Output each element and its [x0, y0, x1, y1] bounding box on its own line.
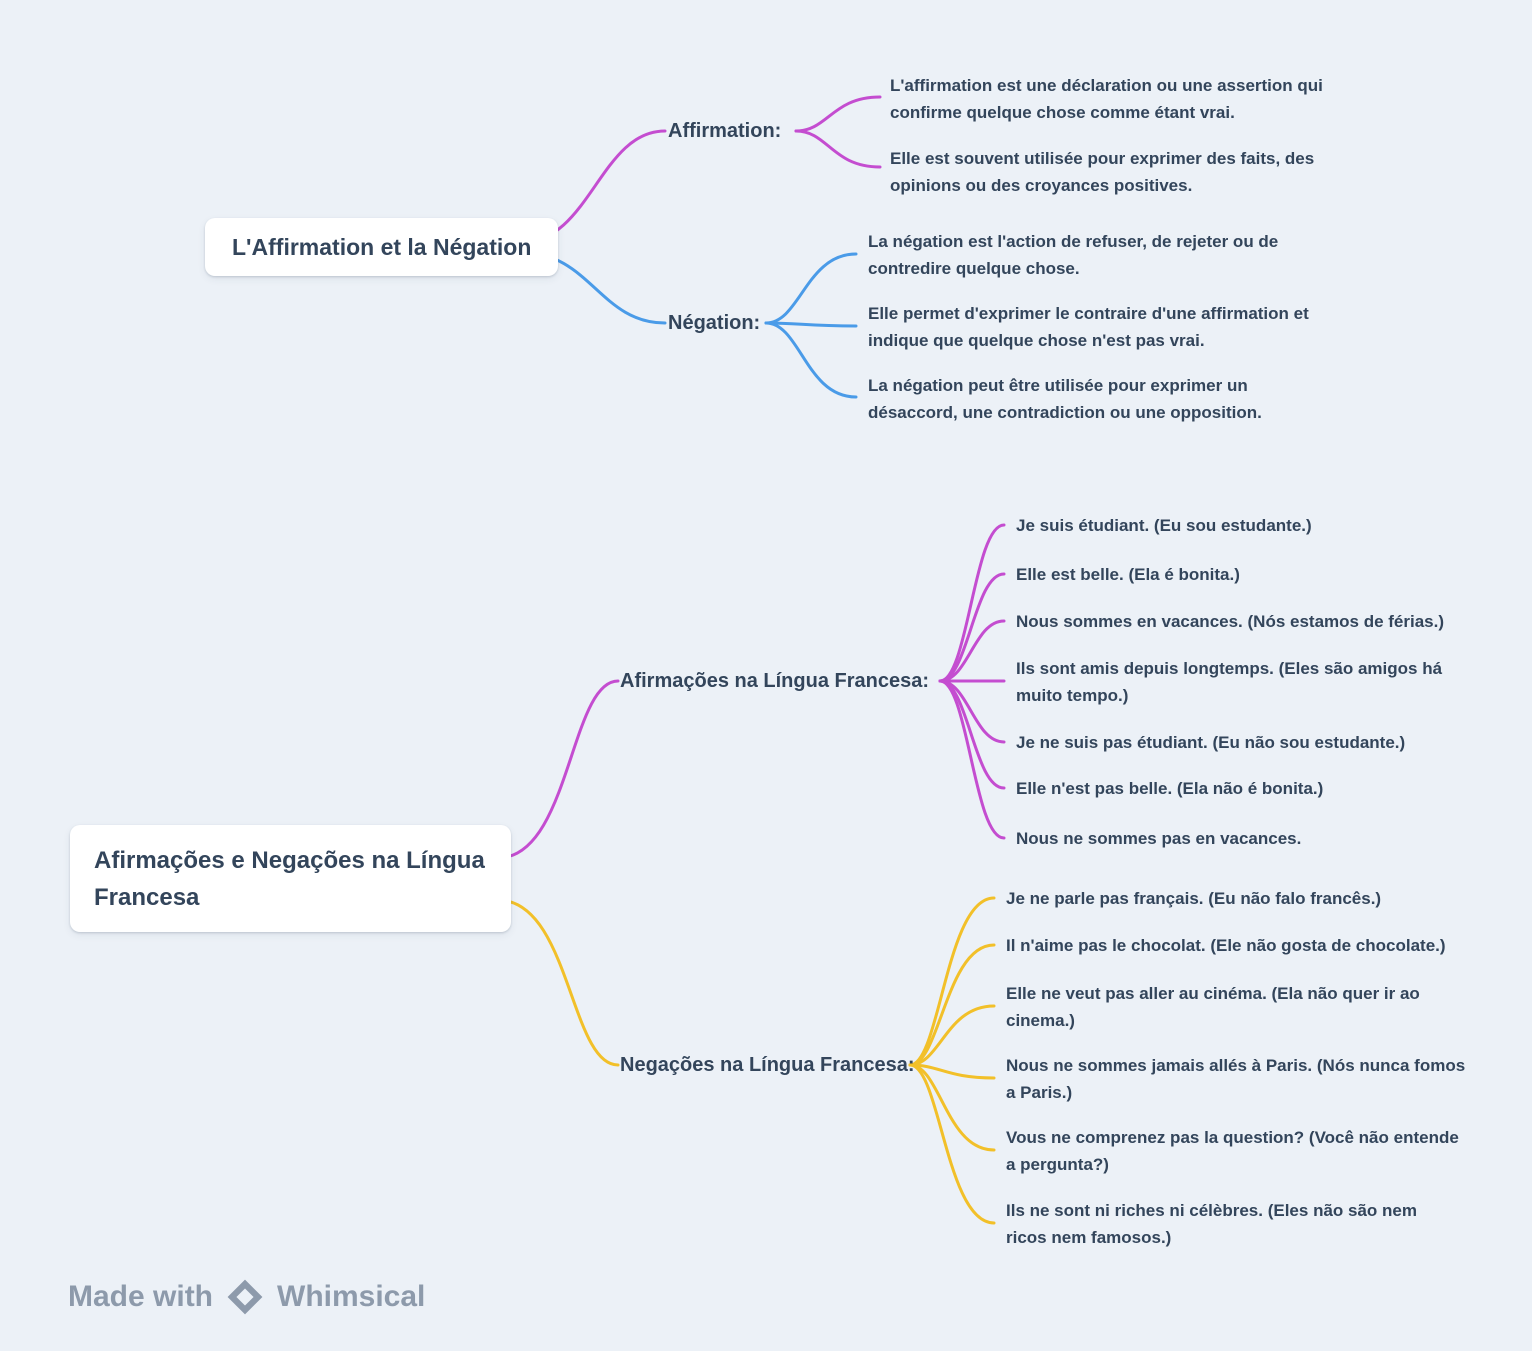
connector-afirmacoes-child6: [938, 679, 1006, 790]
connector-negacoes-child6: [908, 1063, 996, 1225]
mindmap-node-negacoes-1[interactable]: Je ne parle pas français. (Eu não falo f…: [1006, 889, 1382, 908]
root-node-affirmation-negation[interactable]: L'Affirmation et la Négation: [205, 218, 559, 276]
mindmap-node-negation-1[interactable]: La négation est l'action de refuser, de …: [868, 232, 1279, 278]
connector-negacoes-child3: [908, 1004, 996, 1067]
mindmap-node-afirmacoes-3[interactable]: Nous sommes en vacances. (Nós estamos de…: [1016, 612, 1445, 631]
connector-negation-child3: [764, 321, 858, 399]
connector-afirmacoes-child2: [938, 572, 1006, 683]
mindmap-node-afirmacoes-1[interactable]: Je suis étudiant. (Eu sou estudante.): [1016, 516, 1312, 535]
connector-negacoes-child2: [908, 943, 996, 1067]
mindmap-node-affirmation-1[interactable]: L'affirmation est une déclaration ou une…: [890, 76, 1323, 122]
connector-negation-child1: [764, 252, 858, 325]
connector-root2-afirmacoes: [496, 679, 620, 860]
mindmap-node-negation-3[interactable]: La négation peut être utilisée pour expr…: [868, 376, 1262, 422]
mindmap-node-afirmacoes-7[interactable]: Nous ne sommes pas en vacances.: [1016, 829, 1302, 848]
connector-negacoes-child4: [908, 1063, 996, 1080]
mindmap-node-afirmacoes-4[interactable]: Ils sont amis depuis longtemps. (Eles sã…: [1016, 659, 1443, 705]
branch-label-negacoes[interactable]: Negações na Língua Francesa:: [620, 1054, 915, 1076]
whimsical-brand-label: Whimsical: [277, 1280, 426, 1313]
connector-affirmation-child1: [794, 95, 882, 133]
connector-negation-child2: [764, 321, 858, 328]
mindmap-node-afirmacoes-5[interactable]: Je ne suis pas étudiant. (Eu não sou est…: [1016, 733, 1406, 752]
made-with-whimsical-link[interactable]: Made with Whimsical: [68, 1278, 425, 1316]
connector-afirmacoes-child1: [938, 523, 1006, 683]
mindmap-node-negacoes-2[interactable]: Il n'aime pas le chocolat. (Ele não gost…: [1006, 936, 1446, 955]
connector-negacoes-child5: [908, 1063, 996, 1152]
branch-label-affirmation[interactable]: Affirmation:: [668, 120, 782, 142]
made-with-label: Made with: [68, 1280, 214, 1313]
mindmap-node-negation-2[interactable]: Elle permet d'exprimer le contraire d'un…: [868, 304, 1309, 350]
mindmap-node-negacoes-4[interactable]: Nous ne sommes jamais allés à Paris. (Nó…: [1006, 1056, 1466, 1102]
connector-root2-negacoes: [496, 898, 620, 1067]
mindmap-node-negacoes-3[interactable]: Elle ne veut pas aller au cinéma. (Ela n…: [1006, 984, 1420, 1030]
connector-affirmation-child2: [794, 129, 882, 169]
mindmap-node-affirmation-2[interactable]: Elle est souvent utilisée pour exprimer …: [890, 149, 1315, 195]
root-node-afirmacoes-negacoes[interactable]: Afirmações e Negações na Língua Francesa: [70, 825, 511, 932]
branch-label-negation[interactable]: Négation:: [668, 312, 761, 334]
mindmap-node-negacoes-6[interactable]: Ils ne sont ni riches ni célèbres. (Eles…: [1006, 1201, 1417, 1247]
mindmap-node-negacoes-5[interactable]: Vous ne comprenez pas la question? (Você…: [1006, 1128, 1459, 1174]
connector-negacoes-child1: [908, 896, 996, 1067]
connector-afirmacoes-child3: [938, 619, 1006, 683]
connector-afirmacoes-child7: [938, 679, 1006, 840]
whimsical-logo-icon: [226, 1278, 264, 1316]
branch-label-afirmacoes[interactable]: Afirmações na Língua Francesa:: [620, 670, 929, 692]
mindmap-node-afirmacoes-2[interactable]: Elle est belle. (Ela é bonita.): [1016, 565, 1240, 584]
mindmap-node-afirmacoes-6[interactable]: Elle n'est pas belle. (Ela não é bonita.…: [1016, 779, 1324, 798]
